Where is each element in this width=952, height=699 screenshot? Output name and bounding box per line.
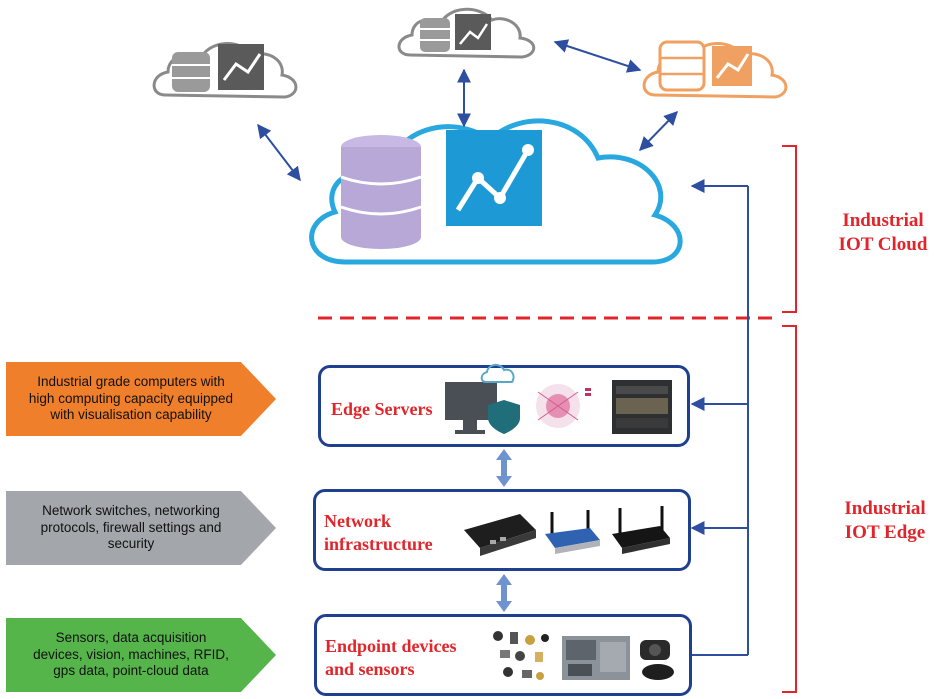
line-chart-icon [218, 44, 264, 90]
edge-servers-desc-line1: Industrial grade computers with [37, 374, 225, 390]
endpoint-devices-box: Endpoint devices and sensors [314, 614, 692, 696]
main-cloud-icon [309, 118, 683, 265]
cloud-section-label-line1: Industrial [842, 210, 924, 231]
database-icon [340, 135, 422, 249]
line-chart-icon [455, 14, 491, 50]
cloud-link-arrow-top [553, 39, 642, 73]
edge-section-bracket [782, 325, 797, 693]
edge-servers-title-line1: Edge Servers [331, 399, 433, 419]
edge-servers-box: Edge Servers [318, 365, 690, 447]
network-infrastructure-title-line2: infrastructure [324, 533, 433, 554]
line-chart-icon [712, 46, 752, 86]
endpoint-devices-callout: Sensors, data acquisition devices, visio… [6, 618, 276, 692]
edge-servers-desc-line2: high computing capacity equipped [28, 390, 234, 406]
edge-section-label-line1: Industrial [844, 498, 926, 519]
cloud-link-arrow-left [257, 123, 301, 182]
endpoint-devices-desc-line3: gps data, point-cloud data [53, 663, 209, 679]
endpoint-devices-title: Endpoint devices and sensors [325, 635, 457, 680]
database-icon [658, 40, 706, 92]
edge-section-label-line2: IOT Edge [844, 521, 926, 543]
edge-servers-title: Edge Servers [331, 398, 432, 421]
edge-servers-callout: Industrial grade computers with high com… [6, 362, 276, 436]
network-infrastructure-title-line1: Network [324, 511, 391, 531]
network-infrastructure-desc-line2: protocols, firewall settings and [40, 519, 222, 535]
remote-cloud-center-icon [397, 7, 536, 59]
cloud-section-bracket [782, 145, 797, 313]
cloud-link-arrow-right [639, 110, 678, 152]
line-chart-icon [446, 130, 542, 226]
network-infrastructure-callout: Network switches, networking protocols, … [6, 491, 276, 565]
endpoint-devices-title-line2: and sensors [325, 658, 415, 679]
remote-cloud-left-icon [152, 42, 298, 99]
endpoint-devices-desc-line1: Sensors, data acquisition [55, 630, 207, 646]
remote-cloud-right-icon [642, 40, 788, 99]
network-infrastructure-desc-line1: Network switches, networking [42, 503, 220, 519]
edge-servers-desc-line3: with visualisation capability [50, 407, 212, 423]
database-icon [172, 52, 210, 92]
endpoint-devices-title-line1: Endpoint devices [325, 636, 457, 656]
endpoint-devices-desc-line2: devices, vision, machines, RFID, [33, 646, 229, 662]
database-icon [420, 18, 450, 52]
network-infrastructure-box: Network infrastructure [313, 489, 691, 571]
edge-section-label: Industrial IOT Edge [818, 497, 952, 545]
network-infrastructure-title: Network infrastructure [324, 510, 433, 555]
network-infrastructure-desc-line3: security [107, 536, 155, 552]
cloud-section-label-line2: IOT Cloud [838, 233, 928, 255]
cloud-section-label: Industrial IOT Cloud [818, 209, 948, 257]
